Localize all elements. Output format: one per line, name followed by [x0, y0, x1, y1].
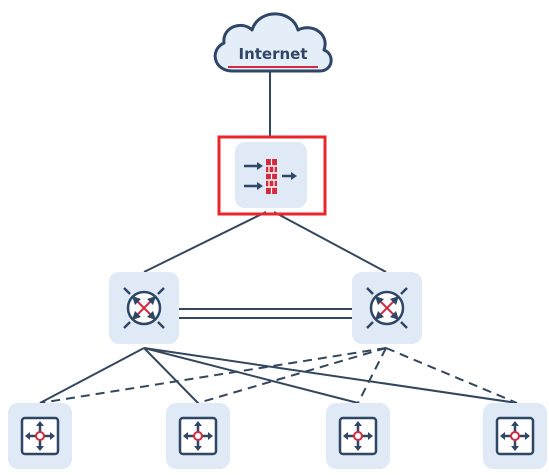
link-firewall-core-right — [273, 211, 387, 273]
link-core-right-access-1 — [39, 347, 387, 404]
access-switch-icon — [20, 416, 60, 456]
redundant-links — [39, 347, 518, 404]
access-switch-1 — [8, 403, 72, 469]
link-core-right-access-2 — [197, 347, 387, 404]
access-switch-4 — [483, 403, 547, 469]
firewall-icon — [244, 159, 297, 194]
link-core-left-access-2 — [143, 347, 199, 404]
cloud-icon — [213, 12, 333, 73]
access-switch-icon — [495, 416, 535, 456]
link-core-left-access-4 — [143, 347, 518, 404]
links — [39, 71, 518, 404]
access-switch-icon — [338, 416, 378, 456]
link-core-left-access-3 — [143, 347, 359, 404]
core-switch-right — [352, 272, 422, 344]
link-firewall-core-left — [143, 211, 267, 273]
access-switch-3 — [326, 403, 390, 469]
core-switch-icon — [122, 286, 166, 330]
core-switch-left — [109, 272, 179, 344]
link-core-right-access-3 — [357, 347, 387, 404]
internet-label: Internet — [238, 45, 307, 63]
access-switch-2 — [166, 403, 230, 469]
firewall-highlight-box — [217, 135, 327, 216]
firewall-node — [217, 135, 327, 216]
internet-node: Internet — [213, 12, 333, 73]
core-switch-icon — [365, 286, 409, 330]
link-core-right-access-4 — [385, 347, 518, 404]
access-switch-icon — [178, 416, 218, 456]
link-core-left-access-1 — [39, 347, 145, 404]
